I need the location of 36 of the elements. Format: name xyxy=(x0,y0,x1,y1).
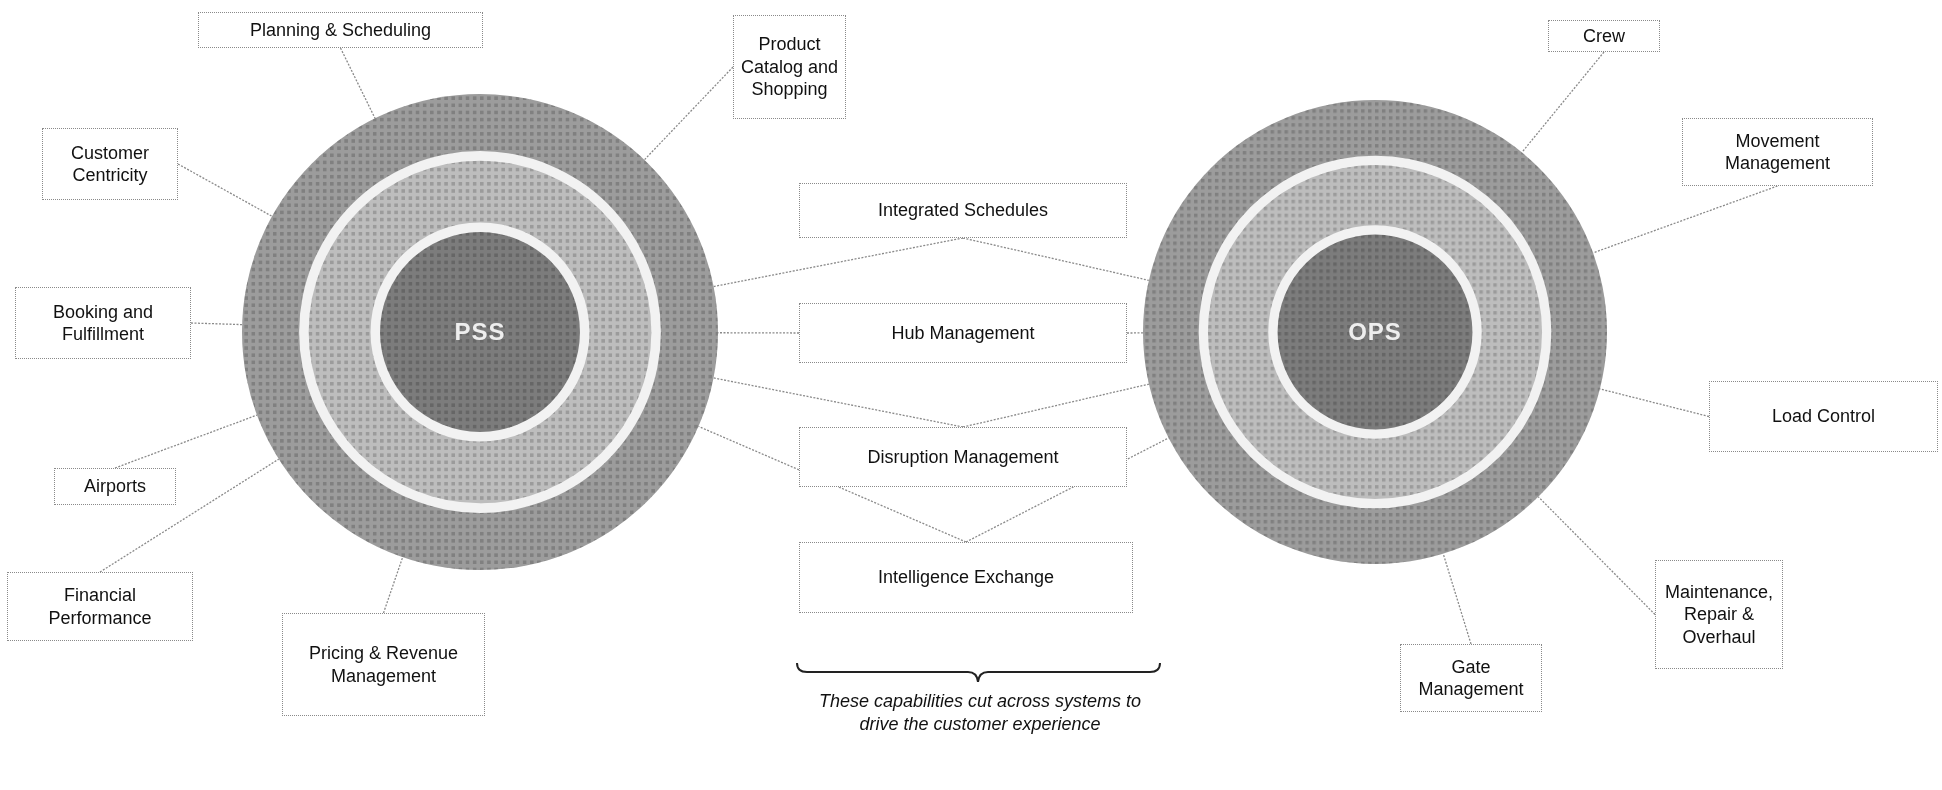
capability-label-box: Airports xyxy=(54,468,176,505)
capability-label-box: Planning & Scheduling xyxy=(198,12,483,48)
leader-line xyxy=(643,66,734,161)
capability-label-box: Integrated Schedules xyxy=(799,183,1127,238)
leader-line xyxy=(1521,51,1605,154)
leader-line xyxy=(114,414,258,469)
leader-line xyxy=(1592,185,1779,254)
leader-line xyxy=(1126,332,1144,334)
capability-label-box: Pricing & Revenue Management xyxy=(282,613,485,716)
concentric-ring-circle xyxy=(242,94,718,570)
circle-label: PSS xyxy=(454,318,506,346)
leader-line xyxy=(717,332,800,334)
leader-line xyxy=(382,556,404,614)
capability-label-box: Product Catalog and Shopping xyxy=(733,15,846,119)
leader-line xyxy=(339,47,376,120)
capability-label-box: Financial Performance xyxy=(7,572,193,641)
leader-line xyxy=(1599,388,1710,418)
capability-label-box: Movement Management xyxy=(1682,118,1873,186)
capability-label-box: Maintenance, Repair & Overhaul xyxy=(1655,560,1783,669)
leader-line xyxy=(1537,496,1656,616)
capability-label-box: Gate Management xyxy=(1400,644,1542,712)
concentric-ring-circle xyxy=(1143,100,1607,564)
circle-label: OPS xyxy=(1348,318,1402,346)
capability-label-box: Booking and Fulfillment xyxy=(15,287,191,359)
capability-note: These capabilities cut across systems to drive the customer experience xyxy=(817,690,1143,737)
capability-label-box: Hub Management xyxy=(799,303,1127,363)
leader-line xyxy=(1442,553,1472,645)
leader-line xyxy=(697,425,967,543)
capability-label-box: Disruption Management xyxy=(799,427,1127,487)
capability-label-box: Crew xyxy=(1548,20,1660,52)
capability-label-box: Load Control xyxy=(1709,381,1938,452)
leader-line xyxy=(177,163,273,217)
leader-line xyxy=(99,458,280,573)
capability-label-box: Intelligence Exchange xyxy=(799,542,1133,613)
capability-label-box: Customer Centricity xyxy=(42,128,178,200)
leader-line xyxy=(190,322,243,326)
